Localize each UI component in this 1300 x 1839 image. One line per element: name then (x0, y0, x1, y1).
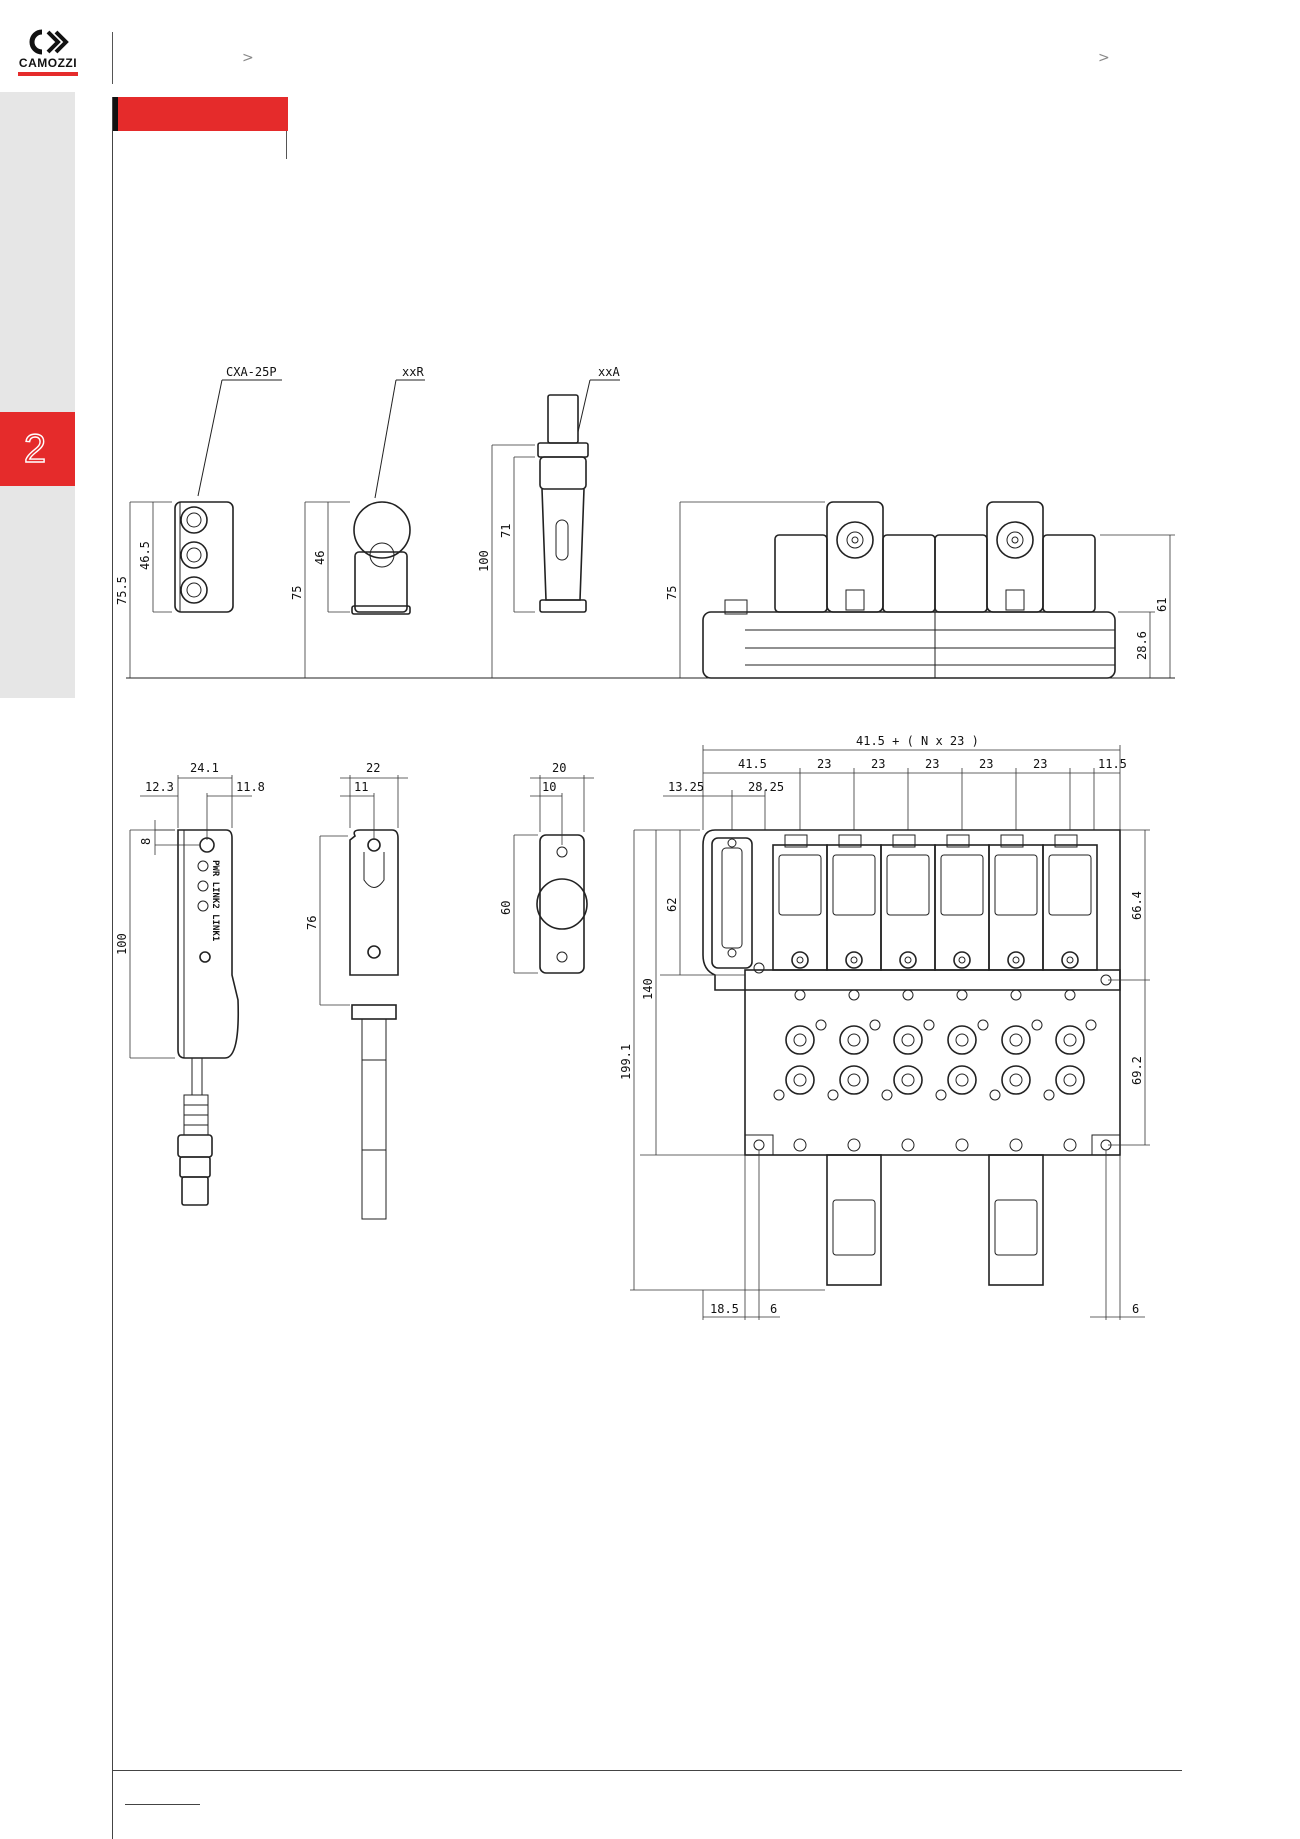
manifold-top-view (663, 745, 1121, 1286)
dim-69-2: 69.2 (1130, 1056, 1144, 1085)
dim-23-b: 23 (871, 757, 885, 771)
valve-module-group (772, 834, 1098, 1152)
dim-46: 46 (313, 551, 327, 565)
dim-75-a: 75 (290, 586, 304, 600)
sidebar-tab-strip (0, 92, 75, 698)
title-bar-divider (286, 131, 287, 159)
dim-100: 100 (477, 550, 491, 572)
valve-module (880, 834, 936, 1152)
dim-10: 10 (542, 780, 556, 794)
straight-connector-front (513, 775, 594, 974)
logo-red-bar (18, 72, 78, 76)
xxr-connector-view (304, 379, 425, 678)
dim-66-4: 66.4 (1130, 891, 1144, 920)
dim-18-5: 18.5 (710, 1302, 739, 1316)
valve-module (1042, 834, 1098, 1152)
page-margin-line (112, 97, 113, 1839)
callout-cxa: CXA-25P (226, 365, 277, 379)
connector-front-view (129, 775, 252, 1206)
dim-71: 71 (499, 524, 513, 538)
dim-23-e: 23 (1033, 757, 1047, 771)
header-divider (112, 32, 113, 84)
dim-23-c: 23 (925, 757, 939, 771)
valve-module (772, 834, 828, 1152)
dim-6-a: 6 (770, 1302, 777, 1316)
dim-41-5: 41.5 (738, 757, 767, 771)
dim-140: 140 (641, 978, 655, 1000)
footer-short-rule (125, 1804, 200, 1805)
valve-module (826, 834, 882, 1152)
dim-75-b: 75 (665, 586, 679, 600)
dim-75-5: 75.5 (115, 576, 129, 605)
sidebar-active-section[interactable] (0, 412, 75, 486)
breadcrumb-arrow-left: > (242, 50, 254, 66)
valve-module (988, 834, 1044, 1152)
cxa-connector-view (129, 379, 282, 678)
dim-13-25: 13.25 (668, 780, 704, 794)
section-number: 2 (23, 426, 47, 471)
dim-23-d: 23 (979, 757, 993, 771)
dim-22: 22 (366, 761, 380, 775)
dim-11-5: 11.5 (1098, 757, 1127, 771)
dim-8: 8 (139, 838, 153, 845)
dim-11-8: 11.8 (236, 780, 265, 794)
callout-xxr: xxR (402, 365, 424, 379)
logo-text: CAMOZZI (18, 56, 78, 70)
footer-rule (112, 1770, 1182, 1771)
breadcrumb-arrow-right: > (1098, 50, 1110, 66)
dim-20: 20 (552, 761, 566, 775)
dim-62: 62 (665, 898, 679, 912)
dim-28-25: 28.25 (748, 780, 784, 794)
dim-28-6: 28.6 (1135, 631, 1149, 660)
right-angle-connector-front (319, 775, 408, 1220)
dim-formula: 41.5 + ( N x 23 ) (856, 734, 979, 748)
dim-199-1: 199.1 (619, 1044, 633, 1080)
dim-12-3: 12.3 (145, 780, 174, 794)
dim-6-b: 6 (1132, 1302, 1139, 1316)
dim-60: 60 (499, 901, 513, 915)
dim-11: 11 (354, 780, 368, 794)
dim-61: 61 (1155, 598, 1169, 612)
dim-100-b: 100 (115, 933, 129, 955)
camozzi-mark-icon (29, 29, 69, 55)
xxa-connector-view (491, 379, 620, 678)
dim-23-a: 23 (817, 757, 831, 771)
valve-module (934, 834, 990, 1152)
callout-xxa: xxA (598, 365, 620, 379)
dim-24-1: 24.1 (190, 761, 219, 775)
led-label: PWR LINK2 LINK1 (210, 860, 220, 941)
manifold-side-view (679, 501, 1175, 679)
dim-46-5: 46.5 (138, 541, 152, 570)
section-title-bar (112, 97, 288, 131)
dim-76: 76 (305, 916, 319, 930)
camozzi-logo: CAMOZZI (18, 28, 78, 78)
